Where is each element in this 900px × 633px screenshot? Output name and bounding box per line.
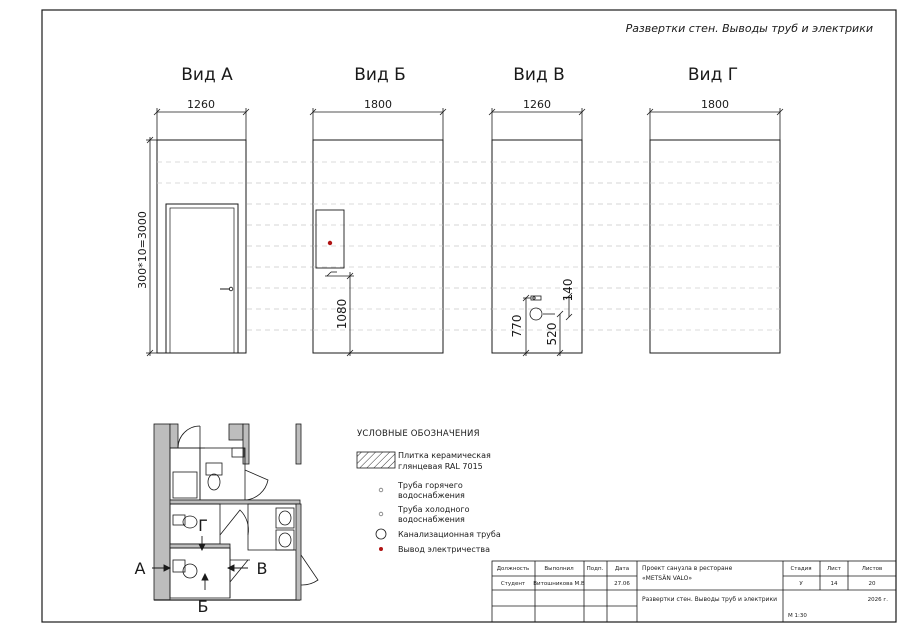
plan-label-v: В: [257, 559, 268, 578]
sewer-pipe-legend-icon: [375, 528, 387, 540]
stamp-header-sign: Подп.: [587, 566, 604, 572]
elevation-v: [491, 139, 583, 354]
dim-v-140: 140: [561, 279, 575, 302]
stamp-header-performed: Выполнил: [544, 566, 574, 572]
height-label: 300*10=3000: [136, 211, 149, 289]
width-label-b: 1800: [364, 98, 392, 111]
cold-pipe-icon: [378, 511, 384, 517]
legend-cold-line2: водоснабжения: [398, 515, 465, 524]
width-label-v: 1260: [523, 98, 551, 111]
elevation-b: [312, 139, 444, 354]
stamp-sheet-value: 14: [831, 581, 838, 587]
stamp-header-date: Дата: [615, 566, 629, 572]
stamp-stage-header: Стадия: [790, 566, 811, 572]
dim-b-1080: 1080: [335, 299, 349, 330]
floor-plan: [153, 423, 319, 601]
pipes-v: [522, 292, 573, 357]
stamp-client: «METSÄN VALO»: [642, 575, 692, 582]
legend-hot-line1: Труба горячего: [397, 481, 463, 490]
stamp-sheets-value: 20: [869, 581, 876, 587]
stamp-stage-value: У: [799, 581, 803, 587]
title-block: [491, 560, 897, 623]
electric-outlet-icon: [327, 240, 333, 246]
stamp-sheet-name: Развертки стен. Выводы труб и электрики: [642, 596, 777, 603]
legend-electric: Вывод электричества: [398, 545, 490, 554]
sheet-frame: [41, 9, 897, 623]
stamp-year: 2026 г.: [868, 597, 889, 603]
door-a: [165, 203, 239, 354]
water-pipe-icon: [532, 296, 536, 300]
elevation-a: [156, 139, 247, 354]
width-label-a: 1260: [187, 98, 215, 111]
tile-hatch-swatch: [356, 451, 396, 469]
dimension-b: [325, 271, 354, 357]
width-dimensions: [153, 108, 784, 140]
stamp-scale: М 1:30: [788, 613, 807, 619]
elevation-g: [649, 139, 781, 354]
stamp-sheet-header: Лист: [827, 566, 842, 572]
tile-lines-inside: [157, 161, 780, 331]
legend-hot-line2: водоснабжения: [398, 491, 465, 500]
legend-cold-line1: Труба холодного: [397, 505, 470, 514]
stamp-project: Проект санузла в ресторане: [642, 565, 733, 572]
width-label-g: 1800: [701, 98, 729, 111]
stamp-row-position: Студент: [501, 581, 526, 587]
legend-sewer: Канализационная труба: [398, 530, 501, 539]
plan-label-b: Б: [198, 597, 209, 616]
plan-label-a: А: [135, 559, 146, 578]
view-title-b: Вид Б: [354, 65, 406, 85]
stamp-row-author: Витошникова М.В: [533, 581, 585, 587]
stamp-row-date: 27.06: [614, 581, 630, 587]
view-title-a: Вид А: [181, 65, 233, 85]
sheet-title: Развертки стен. Выводы труб и электрики: [626, 22, 873, 35]
plan-outer-wall: [153, 423, 171, 601]
height-dimension: [146, 136, 157, 357]
electric-legend-icon: [379, 547, 383, 551]
legend-tile-line1: Плитка керамическая: [398, 451, 491, 460]
sewer-pipe-icon: [529, 307, 543, 321]
view-title-g: Вид Г: [688, 65, 738, 85]
stamp-sheets-header: Листов: [862, 566, 883, 572]
tile-row-lines: [157, 161, 780, 331]
plan-arrows: [152, 536, 248, 590]
mirror-b: [315, 209, 345, 269]
legend-tile-line2: глянцевая RAL 7015: [398, 462, 483, 471]
dim-v-770: 770: [510, 315, 524, 338]
plan-label-g: Г: [198, 516, 208, 535]
legend-title: УСЛОВНЫЕ ОБОЗНАЧЕНИЯ: [357, 429, 480, 439]
hot-pipe-icon: [378, 487, 384, 493]
stamp-header-position: Должность: [497, 566, 530, 572]
view-title-v: Вид В: [513, 65, 565, 85]
dim-v-520: 520: [545, 323, 559, 346]
